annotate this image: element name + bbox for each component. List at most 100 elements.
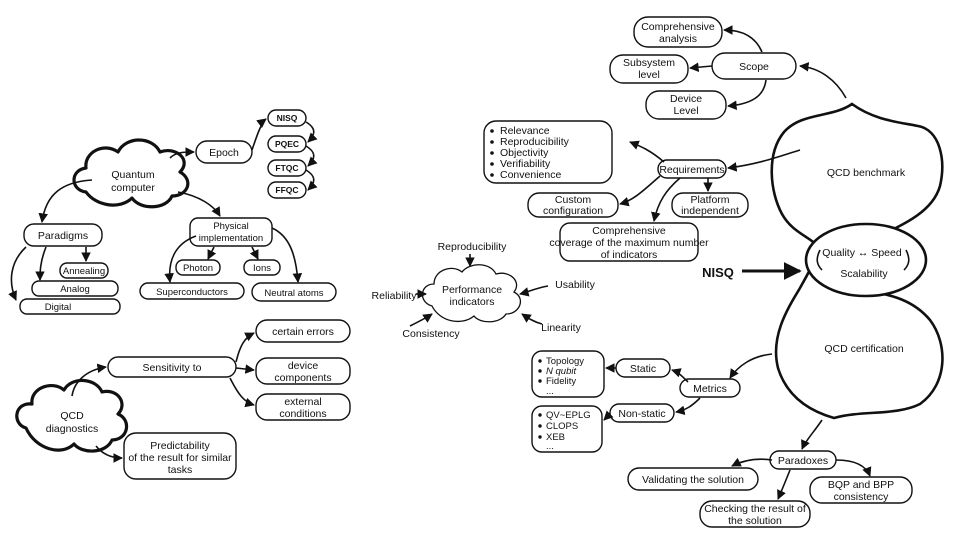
scope-label: Scope <box>739 61 769 73</box>
implementation-superconductors: Superconductors <box>139 282 245 300</box>
requirements-label: Requirements <box>659 164 724 176</box>
reliability-label: Reliability <box>372 290 418 302</box>
epoch-pqec: PQEC <box>267 135 307 153</box>
static-item-more: ... <box>546 386 554 397</box>
paradoxes-node: Paradoxes <box>769 450 837 470</box>
static-item-topology: Topology <box>546 356 584 367</box>
epoch-ftqc: FTQC <box>267 159 307 177</box>
criteria-box: Relevance Reproducibility Objectivity Ve… <box>483 120 613 184</box>
paradigm-annealing: Annealing <box>59 262 109 279</box>
epoch-ftqc-label: FTQC <box>275 163 298 173</box>
epoch-node: Epoch <box>195 140 253 164</box>
epoch-nisq: NISQ <box>267 109 307 127</box>
paradigm-analog-label: Analog <box>60 284 90 295</box>
requirements-node: Requirements <box>657 159 727 179</box>
qcd-benchmark-label: QCD benchmark <box>827 167 906 179</box>
reproducibility-label: Reproducibility <box>438 241 508 253</box>
epoch-ffqc: FFQC <box>267 181 307 199</box>
static-label: Static <box>630 363 656 375</box>
paradigm-analog: Analog <box>31 280 119 297</box>
epoch-label: Epoch <box>209 147 239 159</box>
implementation-photon-label: Photon <box>183 263 213 274</box>
non-static-item-more: ... <box>546 441 554 452</box>
epoch-ffqc-label: FFQC <box>275 185 298 195</box>
benchmark-certification-shape: QCD benchmark Quality ↔ Speed Scalabilit… <box>770 102 944 420</box>
sensitivity-certain-errors: certain errors <box>255 319 351 343</box>
nisq-label: NISQ <box>702 265 734 280</box>
paradigms-node: Paradigms <box>23 223 103 247</box>
middle-edges <box>409 254 549 327</box>
metrics-label: Metrics <box>693 383 727 395</box>
paradigm-digital: Digital <box>19 298 121 315</box>
criterion-reproducibility: Reproducibility <box>500 136 570 148</box>
paradigms-label: Paradigms <box>38 230 88 242</box>
implementation-neutral-atoms-label: Neutral atoms <box>264 288 323 299</box>
qcd-certification-label: QCD certification <box>824 343 904 355</box>
criterion-convenience: Convenience <box>500 169 561 181</box>
static-item-fidelity: Fidelity <box>546 376 576 387</box>
scope-node: Scope <box>711 52 797 80</box>
paradigm-annealing-label: Annealing <box>63 266 105 277</box>
linearity-label: Linearity <box>541 322 581 334</box>
epoch-nisq-label: NISQ <box>277 113 298 123</box>
non-static-label: Non-static <box>618 408 665 420</box>
usability-label: Usability <box>555 279 595 291</box>
static-node: Static <box>615 358 671 378</box>
non-static-node: Non-static <box>609 403 675 423</box>
sensitivity-label: Sensitivity to <box>143 362 202 374</box>
metrics-node: Metrics <box>679 378 741 398</box>
implementation-photon: Photon <box>175 259 221 276</box>
static-item-n-qubit: N qubit <box>546 366 576 377</box>
epoch-pqec-label: PQEC <box>275 139 299 149</box>
implementation-neutral-atoms: Neutral atoms <box>251 282 337 302</box>
paradigm-digital-label: Digital <box>45 302 71 313</box>
non-static-item-clops: CLOPS <box>546 421 578 432</box>
implementation-ions: Ions <box>243 259 281 276</box>
left-edges <box>8 118 318 463</box>
quantum-computer-cloud <box>72 138 190 209</box>
criterion-relevance: Relevance <box>500 125 550 137</box>
criterion-verifiability: Verifiability <box>500 158 551 170</box>
validating-node: Validating the solution <box>627 467 759 491</box>
static-items-box: Topology N qubit Fidelity ... <box>531 350 605 398</box>
scalability-label: Scalability <box>840 268 888 280</box>
certain-errors-label: certain errors <box>272 326 334 338</box>
non-static-item-qv-eplg: QV~EPLG <box>546 410 591 421</box>
implementation-superconductors-label: Superconductors <box>156 287 228 298</box>
quality-speed-label: Quality ↔ Speed <box>822 247 902 259</box>
non-static-items-box: QV~EPLG CLOPS XEB ... <box>531 405 603 453</box>
non-static-item-xeb: XEB <box>546 432 565 443</box>
implementation-ions-label: Ions <box>253 263 271 274</box>
consistency-label: Consistency <box>402 328 460 340</box>
